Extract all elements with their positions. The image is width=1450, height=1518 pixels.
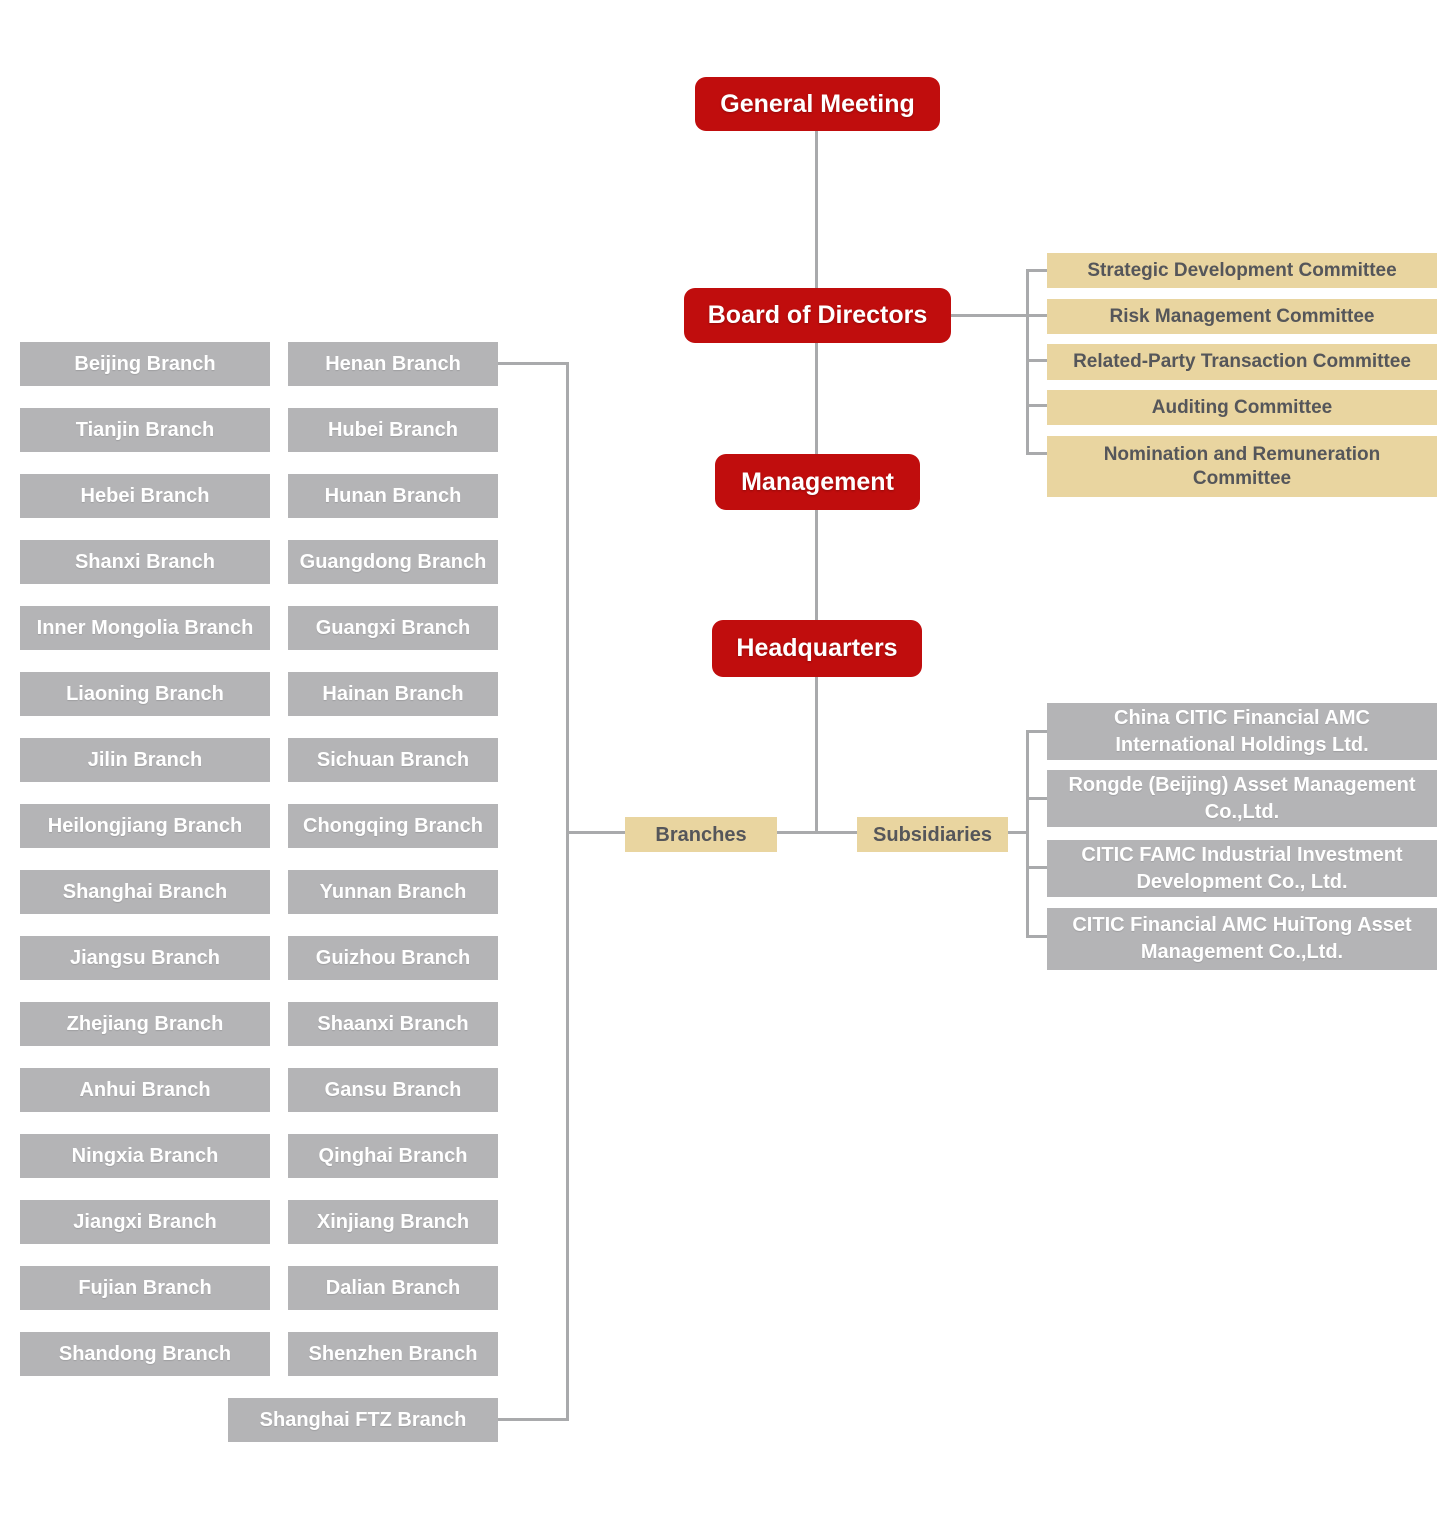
branch-item: Jiangxi Branch xyxy=(20,1200,270,1244)
branch-item: Jilin Branch xyxy=(20,738,270,782)
connector-branches-subsidiaries-horizontal xyxy=(566,831,1029,834)
branch-item: Shanxi Branch xyxy=(20,540,270,584)
branches-grid: Beijing Branch Henan Branch Tianjin Bran… xyxy=(20,342,498,1376)
node-label: Board of Directors xyxy=(707,301,928,329)
connector-subsidiaries-vertical xyxy=(1026,730,1029,938)
branch-item: Hubei Branch xyxy=(288,408,498,452)
node-label: General Meeting xyxy=(720,89,915,118)
committee-nomination-remuneration: Nomination and Remuneration Committee xyxy=(1047,436,1437,497)
committee-label: Strategic Development Committee xyxy=(1087,259,1397,281)
branch-item: Hunan Branch xyxy=(288,474,498,518)
branch-item: Hainan Branch xyxy=(288,672,498,716)
connector-subsidiary-stub xyxy=(1026,935,1047,938)
connector-committee-stub xyxy=(1026,452,1047,455)
node-general-meeting: General Meeting xyxy=(695,77,940,131)
branch-item: Shenzhen Branch xyxy=(288,1332,498,1376)
branch-item: Heilongjiang Branch xyxy=(20,804,270,848)
branch-item: Gansu Branch xyxy=(288,1068,498,1112)
subsidiary-label: CITIC Financial AMC HuiTong Asset Manage… xyxy=(1072,914,1412,963)
node-board-of-directors: Board of Directors xyxy=(684,288,951,343)
connector-subsidiary-stub xyxy=(1026,730,1047,733)
branch-item: Dalian Branch xyxy=(288,1266,498,1310)
branch-item-shanghai-ftz: Shanghai FTZ Branch xyxy=(228,1398,498,1442)
branch-item: Guizhou Branch xyxy=(288,936,498,980)
connector-committee-stub xyxy=(1026,359,1047,362)
branch-item: Ningxia Branch xyxy=(20,1134,270,1178)
committee-related-party-transaction: Related-Party Transaction Committee xyxy=(1047,344,1437,380)
group-label: Subsidiaries xyxy=(873,823,992,846)
label-subsidiaries: Subsidiaries xyxy=(857,817,1008,852)
branch-item: Fujian Branch xyxy=(20,1266,270,1310)
branch-item: Beijing Branch xyxy=(20,342,270,386)
branch-item: Guangdong Branch xyxy=(288,540,498,584)
connector-committee-stub xyxy=(1026,269,1047,272)
branch-item: Hebei Branch xyxy=(20,474,270,518)
node-label: Management xyxy=(741,467,894,496)
subsidiary-label: China CITIC Financial AMC International … xyxy=(1114,706,1370,756)
branch-item: Anhui Branch xyxy=(20,1068,270,1112)
connector-branches-bracket xyxy=(497,362,569,1421)
committee-risk-management: Risk Management Committee xyxy=(1047,299,1437,334)
subsidiary-item: CITIC Financial AMC HuiTong Asset Manage… xyxy=(1047,908,1437,970)
branch-item: Guangxi Branch xyxy=(288,606,498,650)
branch-item: Jiangsu Branch xyxy=(20,936,270,980)
branch-item: Inner Mongolia Branch xyxy=(20,606,270,650)
branch-item: Sichuan Branch xyxy=(288,738,498,782)
branch-item: Tianjin Branch xyxy=(20,408,270,452)
connector-committees-vertical xyxy=(1026,269,1029,455)
subsidiary-item: China CITIC Financial AMC International … xyxy=(1047,703,1437,760)
node-label: Headquarters xyxy=(736,634,898,662)
subsidiary-label: CITIC FAMC Industrial Investment Develop… xyxy=(1081,843,1403,893)
branch-item: Shaanxi Branch xyxy=(288,1002,498,1046)
committee-auditing: Auditing Committee xyxy=(1047,390,1437,425)
label-branches: Branches xyxy=(625,817,777,852)
subsidiary-item: Rongde (Beijing) Asset Management Co.,Lt… xyxy=(1047,770,1437,827)
branch-item: Xinjiang Branch xyxy=(288,1200,498,1244)
branch-item: Yunnan Branch xyxy=(288,870,498,914)
node-headquarters: Headquarters xyxy=(712,620,922,677)
subsidiary-label: Rongde (Beijing) Asset Management Co.,Lt… xyxy=(1068,773,1416,823)
branch-label: Shanghai FTZ Branch xyxy=(259,1408,467,1431)
branch-item: Zhejiang Branch xyxy=(20,1002,270,1046)
connector-board-to-committees xyxy=(949,314,1047,317)
node-management: Management xyxy=(715,454,920,510)
branch-item: Chongqing Branch xyxy=(288,804,498,848)
branch-item: Shanghai Branch xyxy=(20,870,270,914)
connector-committee-stub xyxy=(1026,314,1047,317)
subsidiary-item: CITIC FAMC Industrial Investment Develop… xyxy=(1047,840,1437,897)
branch-item: Qinghai Branch xyxy=(288,1134,498,1178)
group-label: Branches xyxy=(655,823,747,846)
branch-item: Liaoning Branch xyxy=(20,672,270,716)
connector-subsidiary-stub xyxy=(1026,866,1047,869)
committee-strategic-development: Strategic Development Committee xyxy=(1047,253,1437,288)
committee-label: Related-Party Transaction Committee xyxy=(1073,351,1411,372)
committee-label: Risk Management Committee xyxy=(1109,305,1375,327)
connector-committee-stub xyxy=(1026,404,1047,407)
committee-label: Nomination and Remuneration Committee xyxy=(1103,443,1381,489)
branch-item: Henan Branch xyxy=(288,342,498,386)
committee-label: Auditing Committee xyxy=(1151,396,1333,418)
connector-subsidiary-stub xyxy=(1026,797,1047,800)
branch-item: Shandong Branch xyxy=(20,1332,270,1376)
